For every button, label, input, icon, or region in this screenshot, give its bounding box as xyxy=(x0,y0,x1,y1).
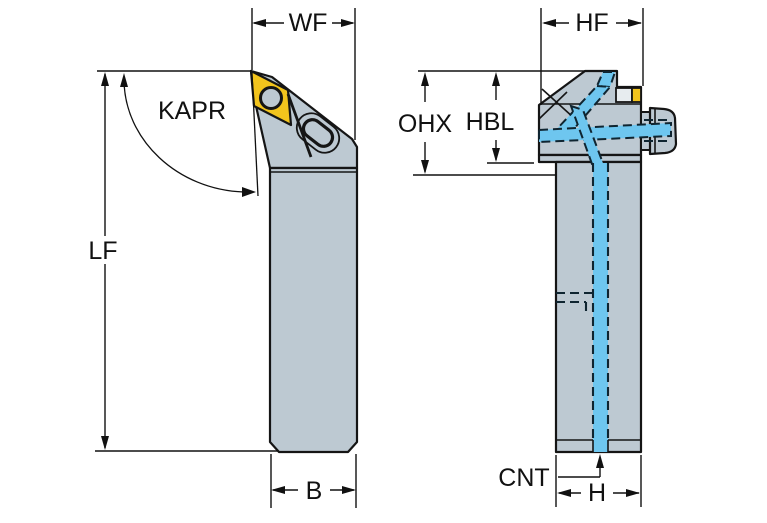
clamp-slot xyxy=(295,112,341,154)
dim-label-b: B xyxy=(306,477,323,505)
ohx-arrow-down xyxy=(421,160,429,174)
coolant-outlet-top xyxy=(595,71,617,89)
clamp-facet-line-1 xyxy=(541,88,575,119)
dim-label-ohx: OHX xyxy=(398,110,453,138)
lf-arrow-down xyxy=(101,436,109,450)
coolant-cross-hole xyxy=(538,121,672,144)
hf-arrow-right xyxy=(628,19,642,27)
b-arrow-right xyxy=(342,486,356,494)
dim-label-hbl: HBL xyxy=(466,108,515,136)
front-view: HF OHX HBL CNT xyxy=(398,8,678,507)
hbl-arrow-up xyxy=(492,72,500,86)
kapr-arc xyxy=(123,78,245,193)
kapr-arrow-top xyxy=(120,73,128,87)
h-arrow-right xyxy=(626,489,640,497)
dim-lf: LF xyxy=(88,72,278,452)
dim-b: B xyxy=(270,454,357,508)
dim-label-h: H xyxy=(588,479,606,507)
kapr-arrow-bottom xyxy=(242,187,256,197)
dim-h: H xyxy=(555,455,642,507)
lf-arrow-up xyxy=(101,72,109,86)
dim-hf: HF xyxy=(540,8,644,105)
clamp-facet-line-2 xyxy=(538,91,568,120)
dim-ohx: OHX xyxy=(398,70,585,176)
wf-arrow-right xyxy=(341,19,355,27)
insert-screw-hole xyxy=(259,86,283,110)
clamp-edge-line xyxy=(286,93,313,158)
wf-arrow-left xyxy=(252,19,266,27)
hf-arrow-left xyxy=(542,19,556,27)
dim-label-hf: HF xyxy=(575,9,608,37)
hbl-arrow-down xyxy=(492,148,500,162)
dim-kapr: KAPR xyxy=(97,70,256,197)
side-view: WF KAPR LF B xyxy=(88,8,359,508)
cutting-edge-extension-line xyxy=(251,72,259,197)
clamp-slot-outer xyxy=(295,112,341,154)
dim-hbl: HBL xyxy=(466,72,534,164)
dim-label-lf: LF xyxy=(88,237,117,265)
coolant-vertical-channel xyxy=(593,163,608,452)
dim-cnt: CNT xyxy=(498,454,604,492)
side-view-shank xyxy=(268,166,359,454)
dim-label-kapr: KAPR xyxy=(158,97,226,125)
clamp-slot-inner xyxy=(301,118,335,148)
dim-wf: WF xyxy=(251,8,356,140)
insert-shim xyxy=(615,87,633,103)
coolant-channels xyxy=(538,71,672,452)
insert-edge xyxy=(631,87,642,103)
h-arrow-left xyxy=(557,489,571,497)
b-arrow-left xyxy=(271,486,285,494)
cnt-arrow-up xyxy=(596,454,604,468)
dim-label-wf: WF xyxy=(289,9,328,37)
ohx-arrow-up xyxy=(421,72,429,86)
dim-label-cnt: CNT xyxy=(498,464,549,492)
